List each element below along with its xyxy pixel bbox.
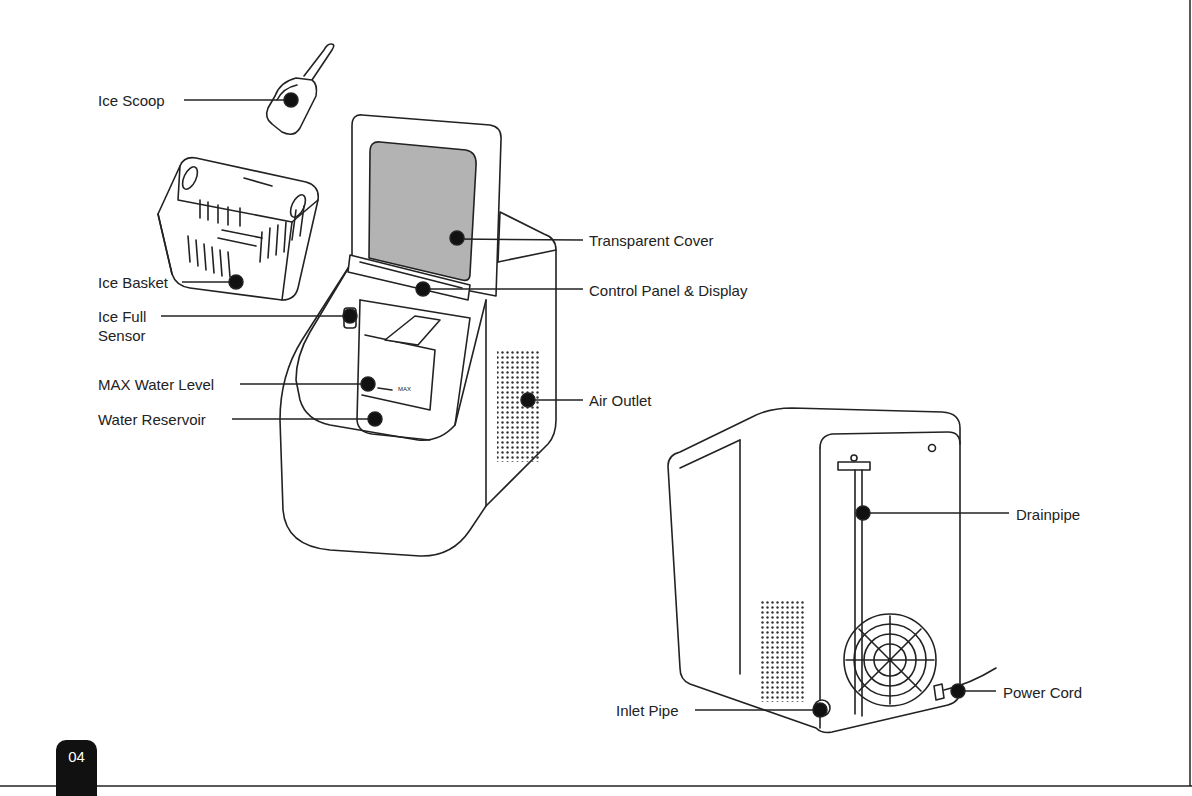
part-label: Ice Scoop [98, 91, 165, 110]
part-label: Power Cord [1003, 683, 1082, 702]
part-label: Ice Basket [98, 273, 168, 292]
part-label: Control Panel & Display [589, 281, 747, 300]
part-label: Drainpipe [1016, 505, 1080, 524]
level-mark: MAX [398, 386, 411, 393]
part-label: MAX Water Level [98, 375, 214, 394]
part-label: Transparent Cover [589, 231, 714, 250]
leader-lines [161, 93, 1009, 717]
page-edge [1189, 0, 1191, 786]
page-number-tab: 04 [56, 740, 97, 796]
part-label: Water Reservoir [98, 410, 206, 429]
part-label: Air Outlet [589, 391, 652, 410]
ice-scoop [267, 44, 334, 134]
page-rule [0, 785, 1192, 787]
ice-basket [158, 158, 318, 300]
part-label: Ice Full Sensor [98, 307, 162, 345]
transparent-lid [344, 115, 501, 328]
part-label: Inlet Pipe [616, 701, 679, 720]
page-number: 04 [56, 747, 97, 766]
ice-maker-back [668, 408, 996, 733]
